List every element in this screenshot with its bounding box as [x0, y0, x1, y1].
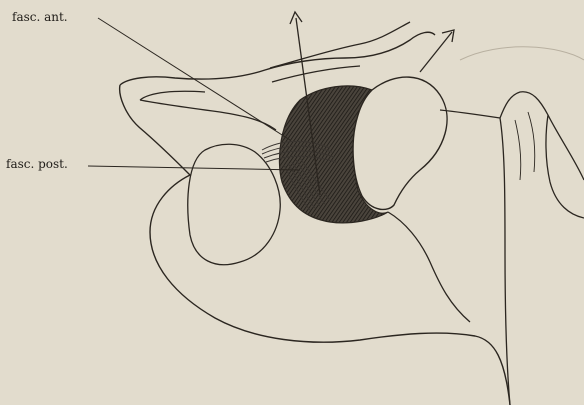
label-fasc-post: fasc. post. [6, 158, 68, 170]
label-fasc-ant: fasc. ant. [12, 11, 68, 23]
